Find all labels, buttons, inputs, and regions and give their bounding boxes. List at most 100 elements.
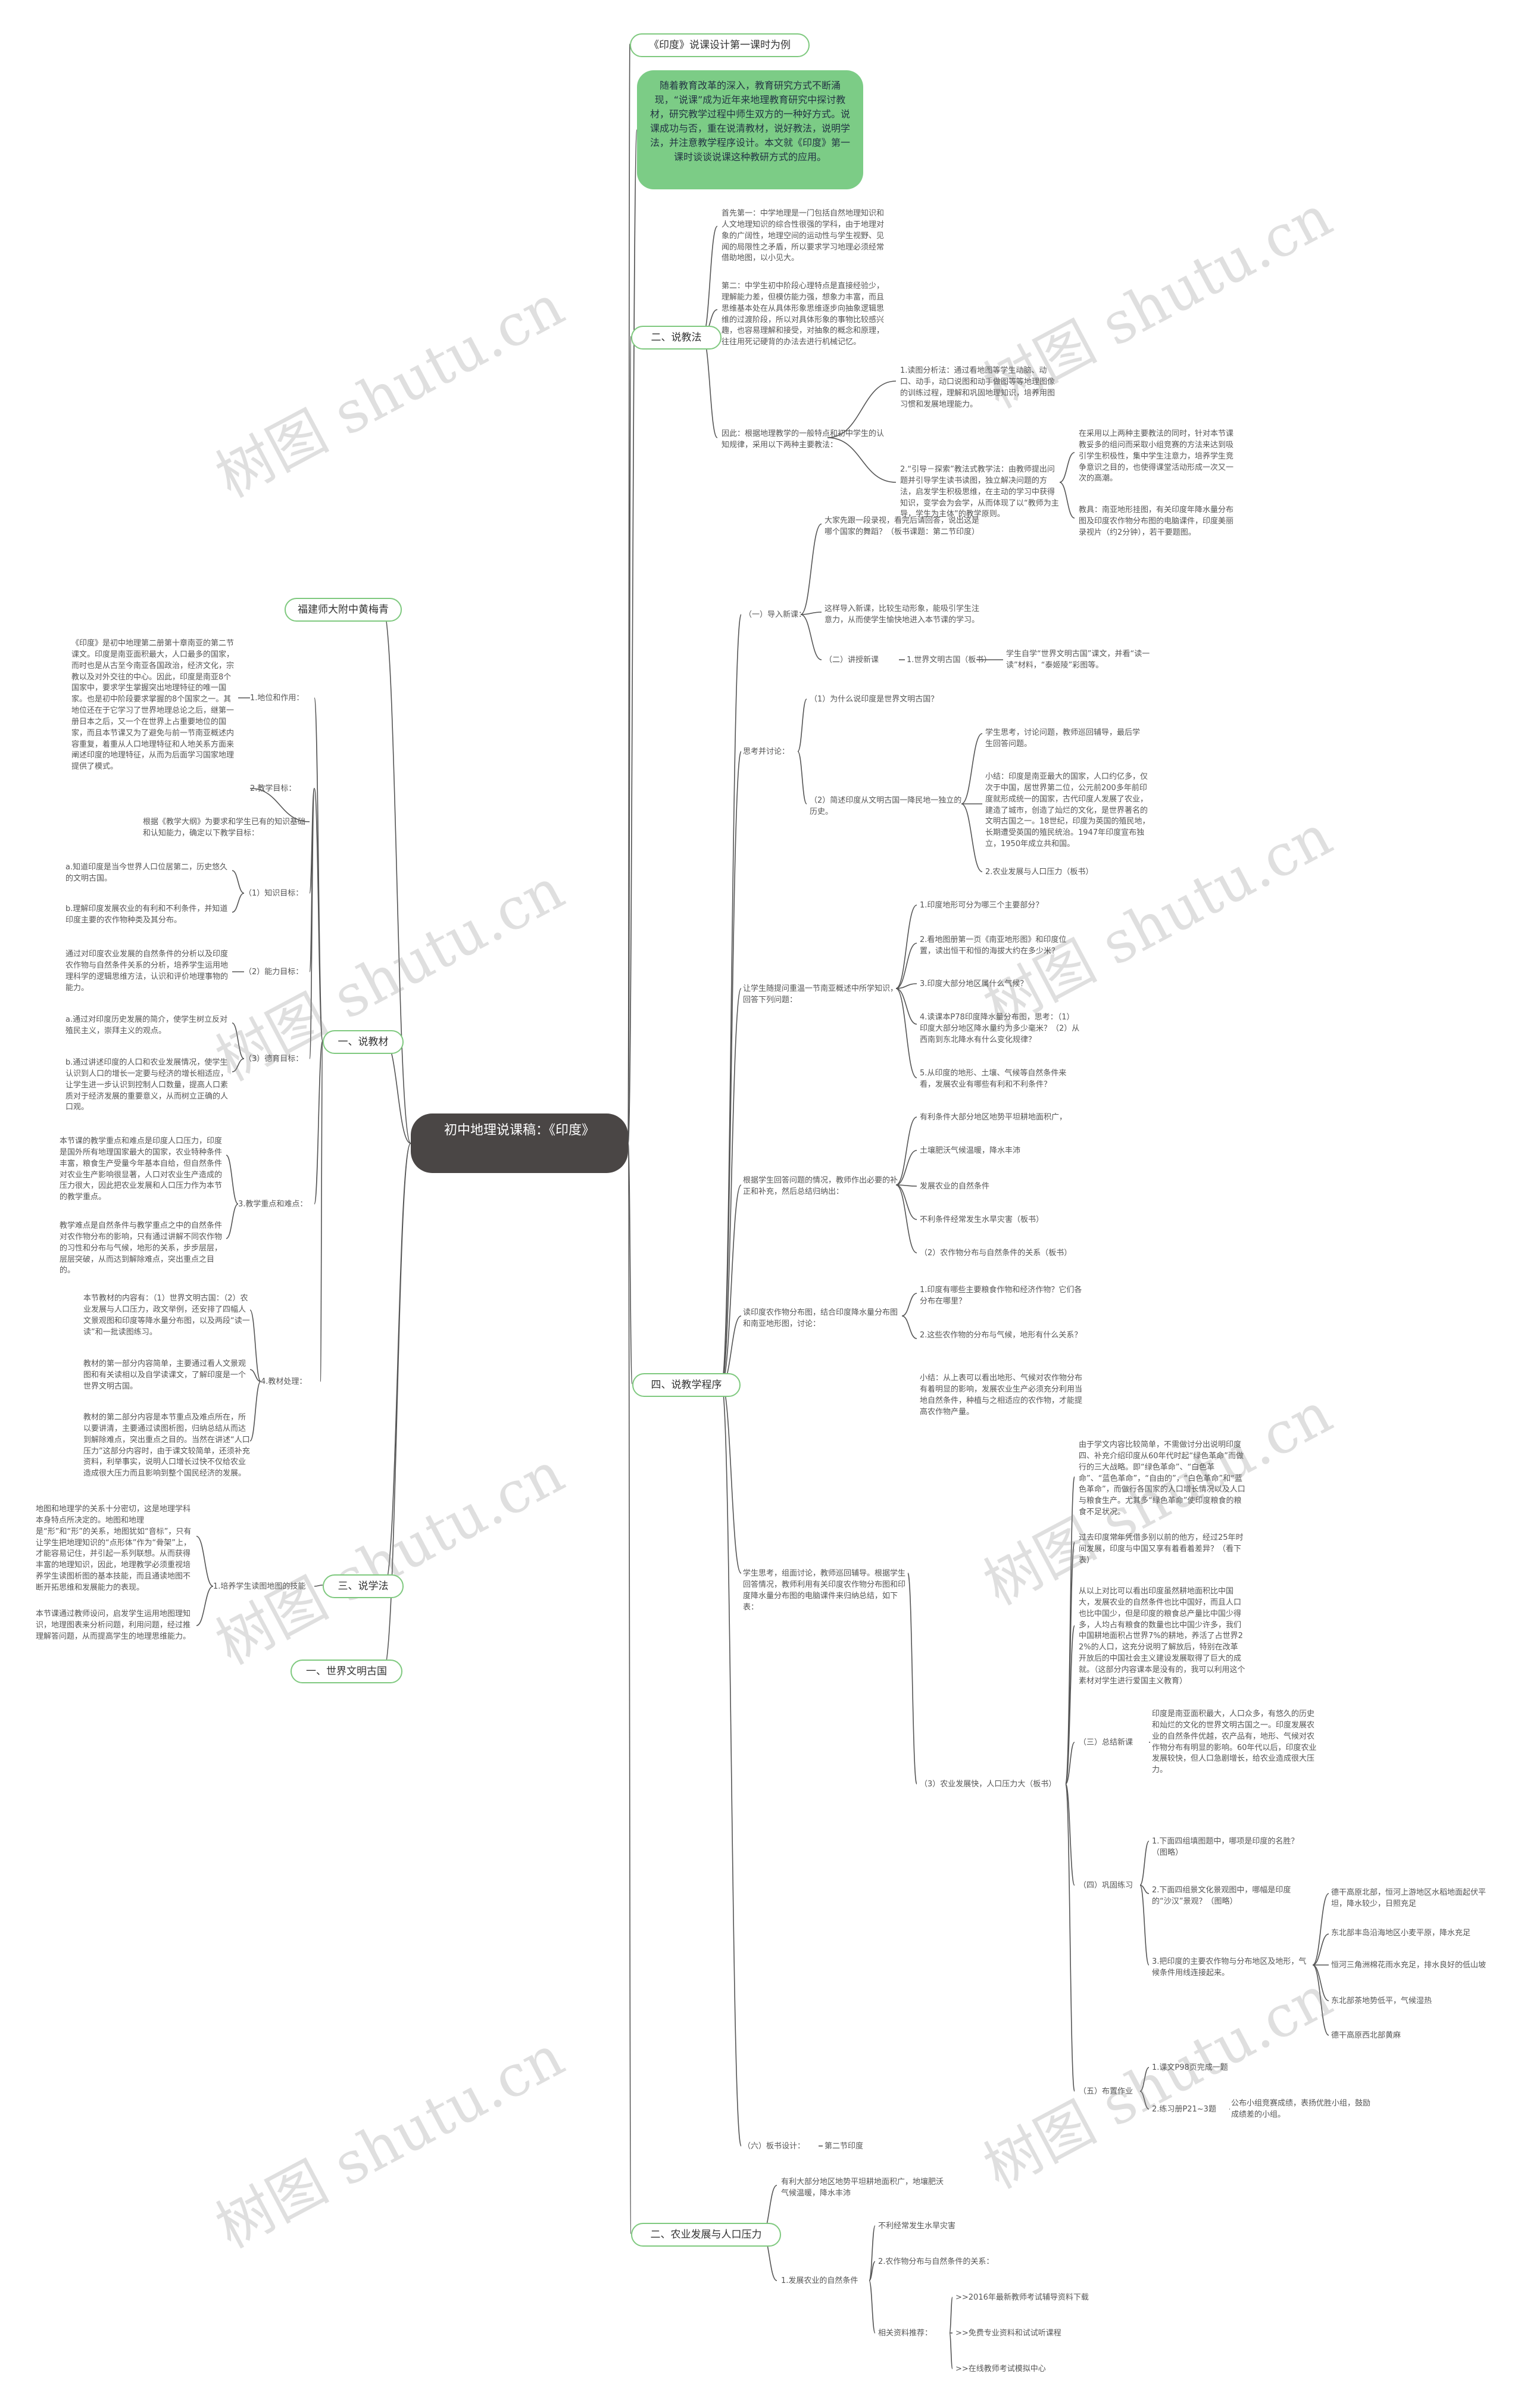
connector (895, 988, 917, 1078)
note: >>在线教师考试模拟中心 (955, 2365, 1046, 2373)
note: 本节课通过教师设问，启发学生运用地图理知识，地理图表来分析问题，利用问题，经过推… (36, 1610, 191, 1641)
connector (797, 751, 807, 804)
connector (226, 1203, 239, 1239)
connector (1312, 1964, 1329, 2001)
note: 德干高原西北部黄麻 (1331, 2031, 1401, 2040)
note: （2）农作物分布与自然条件的关系（板书） (920, 1249, 1072, 1258)
topic-example-lesson[interactable]: 《印度》说课设计第一课时为例 (630, 33, 810, 57)
connector (907, 1573, 917, 1785)
note: 在采用以上两种主要教法的同时，针对本节课教妥多的组问而采取小组竞赛的方法来达到吸… (1079, 429, 1234, 484)
note: 1.地位和作用： (250, 694, 304, 703)
note: 东北部丰岛沿海地区小麦平原，降水充足 (1331, 1929, 1471, 1938)
connector (627, 1143, 633, 1384)
note: 第二：中学生初中阶段心理特点是直接经验少，理解能力差，但模仿能力强，想象力丰富，… (722, 282, 885, 347)
note: 1.世界文明古国（板书） (907, 656, 992, 665)
note: 2.农作物分布与自然条件的关系： (878, 2257, 994, 2266)
connector (949, 2297, 953, 2334)
note: 学生思考，讨论问题，教师巡回辅导，最后学生回答问题。 (985, 728, 1141, 748)
connector (627, 1143, 632, 2234)
note: 让学生随提问重温一节南亚概述中所学知识，回答下列问题： (743, 984, 898, 1005)
topic-ancient-civilization[interactable]: 一、世界文明古国 (291, 1660, 402, 1683)
central-topic[interactable]: 初中地理说课稿：《印度》 (411, 1113, 628, 1173)
connector (1059, 482, 1075, 519)
note: 不利经常发生水旱灾害 (878, 2222, 956, 2231)
note: 德干高原北部，恒河上游地区水稻地面起伏平坦，降水较少，日照充足 (1331, 1888, 1486, 1908)
connector (1139, 1885, 1150, 1966)
note: 由于学文内容比较简单，不需做讨分出说明印度四、补充介绍印度从60年代时起“绿色革… (1079, 1440, 1245, 1517)
note: 2.“引导－探索”教法式教学法：由教师提出问题并引导学生读书读图，独立解决问题的… (900, 465, 1059, 519)
note: 相关资料推荐： (878, 2329, 933, 2338)
note: （五）布置作业 (1079, 2087, 1133, 2096)
note: 公布小组竞赛成绩，表扬优胜小组，鼓励成绩差的小组。 (1231, 2099, 1371, 2119)
note: 教材的第一部分内容简单，主要通过看人文景观图和有关读相以及自学读课文，了解印度是… (83, 1359, 246, 1391)
topic-teaching-method[interactable]: 二、说教法 (631, 326, 722, 350)
connector (827, 437, 897, 483)
connector (949, 2332, 953, 2369)
note: 有利条件大部分地区地势平坦耕地面积广， (920, 1113, 1067, 1122)
note: 2.下面四组景文化景观图中，哪幅是印度的“沙汉”景观？（图略） (1152, 1886, 1291, 1906)
topic-intro[interactable]: 随着教育改革的深入，教育研究方式不断涌现，“说课”成为近年来地理教育研究中探讨教… (637, 70, 863, 189)
connector (249, 1381, 261, 1442)
note: 教具：南亚地形挂图，有关印度年降水量分布图及印度农作物分布图的电脑课件，印度美丽… (1079, 506, 1234, 537)
topic-textbook[interactable]: 一、说教材 (323, 1030, 404, 1054)
connector (895, 1184, 917, 1220)
note: 发展农业的自然条件 (920, 1182, 990, 1191)
connector (314, 1040, 323, 1205)
note: 1.印度地形可分为哪三个主要部分？ (920, 901, 1044, 910)
note: 3.教学重点和难点： (238, 1200, 308, 1209)
connector (721, 751, 742, 1384)
note: （2）简述印度从文明古国一降民地一独立的历史。 (810, 796, 962, 816)
topic-study-method[interactable]: 三、说学法 (323, 1574, 404, 1598)
note: 1.读图分析法：通过看地图等学生动脑、动口、动手，动口说图和动手做图等等地理图像… (900, 366, 1055, 409)
connector (800, 612, 822, 615)
note: 学生自学“世界文明古国”课文，并看“读一读”材料，“泰姬陵”彩图等。 (1006, 650, 1150, 670)
connector (1312, 1964, 1329, 2036)
note: 这样导入新课，比较生动形象，能吸引学生注意力，从而使学生愉快地进入本节课的学习。 (825, 604, 980, 625)
note: 5.从印度的地形、土壤、气候等自然条件来看，发展农业有哪些有利和不利条件？ (920, 1069, 1067, 1089)
note: 2.教学目标： (250, 784, 296, 793)
connector (196, 1586, 214, 1626)
connector (226, 1155, 239, 1205)
connector (869, 2225, 876, 2281)
note: （2）能力目标： (244, 968, 304, 977)
topic-author[interactable]: 福建师大附中黄梅青 (285, 598, 402, 622)
connector (895, 1116, 917, 1186)
note: （3）农业发展快，人口压力大（板书） (920, 1780, 1057, 1789)
connector (383, 1143, 411, 1671)
connector (1059, 452, 1075, 483)
note: （四）巩固练习 (1079, 1881, 1133, 1890)
connector (232, 1022, 245, 1059)
connector (1065, 1625, 1075, 1785)
connector (1139, 2067, 1150, 2092)
connector (1312, 1893, 1329, 1966)
topic-teaching-procedure[interactable]: 四、说教学程序 (632, 1373, 741, 1397)
connector (249, 788, 310, 822)
connector (314, 1584, 323, 1587)
note: 1.发展农业的自然条件 (781, 2276, 858, 2285)
note: 4.读课本P78印度降水量分布图，思考：（1）印度大部分地区降水量约为多少毫米？… (920, 1013, 1080, 1044)
note: 2.农业发展与人口压力（板书） (985, 868, 1094, 877)
note: （1）为什么说印度是世界文明古国？ (810, 695, 939, 704)
note: 思考并讨论： (743, 747, 790, 756)
connector (232, 870, 245, 894)
connector (1312, 1933, 1329, 1966)
note: 1.培养学生读图地图的技能 (213, 1582, 306, 1591)
note: 过去印度常年凭借多别以前的他方，经过25年时间发展，印度与中国又享有着看着差异？… (1079, 1533, 1244, 1565)
topic-agriculture[interactable]: 二、农业发展与人口压力 (631, 2223, 781, 2247)
connector (249, 1309, 261, 1382)
note: （六）板书设计： (743, 2142, 805, 2151)
connector (901, 1293, 917, 1317)
connector (702, 336, 718, 438)
connector (1065, 1742, 1075, 1785)
note: （一）导入新课： (744, 610, 807, 619)
note: 大家先跟一段录视，看完后请回答，说出这是哪个国家的舞蹈？（板书课题：第二节印度） (825, 516, 980, 537)
note: 教学难点是自然条件与教学重点之中的自然条件对农作物分布的影响，只有通过讲解不同农… (60, 1221, 223, 1275)
connector (232, 893, 245, 913)
note: 首先第一：中学地理是一门包括自然地理知识和人文地理知识的综合性很强的学科，由于地… (722, 209, 885, 263)
note: 从以上对比可以看出印度虽然耕地面积比中国大，发展农业的自然条件也比中国好，而且人… (1079, 1587, 1245, 1686)
connector (627, 336, 632, 1144)
connector (901, 1315, 917, 1339)
note: 因此：根据地理教学的一般特点和初中学生的认知规律，采用以下两种主要教法： (722, 429, 885, 450)
connector (797, 698, 807, 752)
